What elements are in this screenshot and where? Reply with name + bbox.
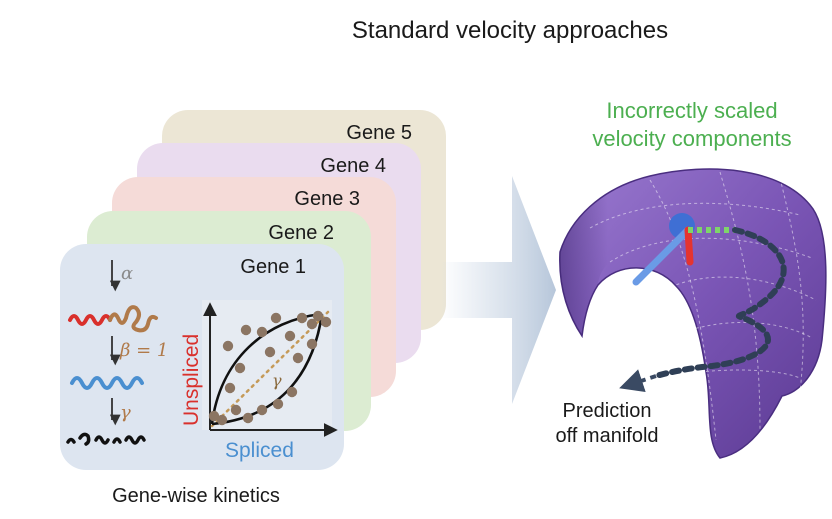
prediction-label-line2: off manifold — [555, 425, 658, 447]
manifold-mesh — [589, 171, 817, 441]
cell-point — [230, 404, 242, 416]
cell-point — [320, 316, 332, 328]
cell-point — [256, 404, 268, 416]
velocity-label-line2: velocity components — [592, 126, 791, 151]
cell-point — [286, 386, 298, 398]
unspliced-velocity-component — [684, 226, 694, 266]
degraded-rna-fragments — [66, 432, 146, 446]
cell-point — [224, 382, 236, 394]
cell-point — [296, 312, 308, 324]
velocity-label-line1: Incorrectly scaled — [606, 98, 777, 123]
prediction-label-line1: Prediction — [563, 400, 652, 422]
y-axis-label: Unspliced — [180, 334, 203, 426]
big-arrow-shape — [440, 176, 556, 404]
figure-title: Standard velocity approaches — [352, 17, 668, 44]
cell-point — [312, 310, 324, 322]
cell-point — [284, 330, 296, 342]
gene-label-4: Gene 4 — [320, 155, 386, 177]
manifold-surface — [559, 168, 827, 459]
prediction-path — [653, 227, 787, 379]
cell-point — [234, 362, 246, 374]
cell-point — [264, 346, 276, 358]
spliced-rna — [70, 376, 144, 390]
cell-point — [216, 414, 228, 426]
cell-points — [208, 310, 332, 426]
prediction-arrow — [619, 369, 657, 393]
gene-label-5: Gene 5 — [346, 122, 412, 144]
cell-point — [208, 410, 220, 422]
cell-point — [270, 312, 282, 324]
cell-point — [242, 412, 254, 424]
gamma-slope-label: γ — [272, 371, 282, 390]
gene-label-3: Gene 3 — [294, 188, 360, 210]
cell-point — [306, 318, 318, 330]
cell-point — [222, 340, 234, 352]
gamma-symbol: γ — [120, 402, 131, 423]
alpha-symbol: α — [121, 263, 133, 284]
cell-point — [272, 398, 284, 410]
cell-point — [306, 338, 318, 350]
cell-point — [292, 352, 304, 364]
gene-label-2: Gene 2 — [268, 222, 334, 244]
kinetics-schematic: α β = 1 γ — [66, 260, 168, 446]
spliced-velocity-component — [632, 226, 692, 286]
transition-arrow — [440, 176, 556, 404]
x-axis-label: Spliced — [225, 439, 294, 462]
unspliced-rna-brown — [108, 305, 158, 333]
kinetics-caption: Gene-wise kinetics — [112, 485, 280, 507]
steady-state-line — [210, 310, 330, 428]
unspliced-rna-red — [68, 314, 112, 326]
cell-point — [256, 326, 268, 338]
gene-label-1: Gene 1 — [240, 256, 306, 278]
beta-label: β = 1 — [119, 340, 168, 361]
manifold-shadow — [559, 172, 720, 336]
phase-portrait: γ Unspliced Spliced — [180, 300, 338, 462]
cell-point — [240, 324, 252, 336]
